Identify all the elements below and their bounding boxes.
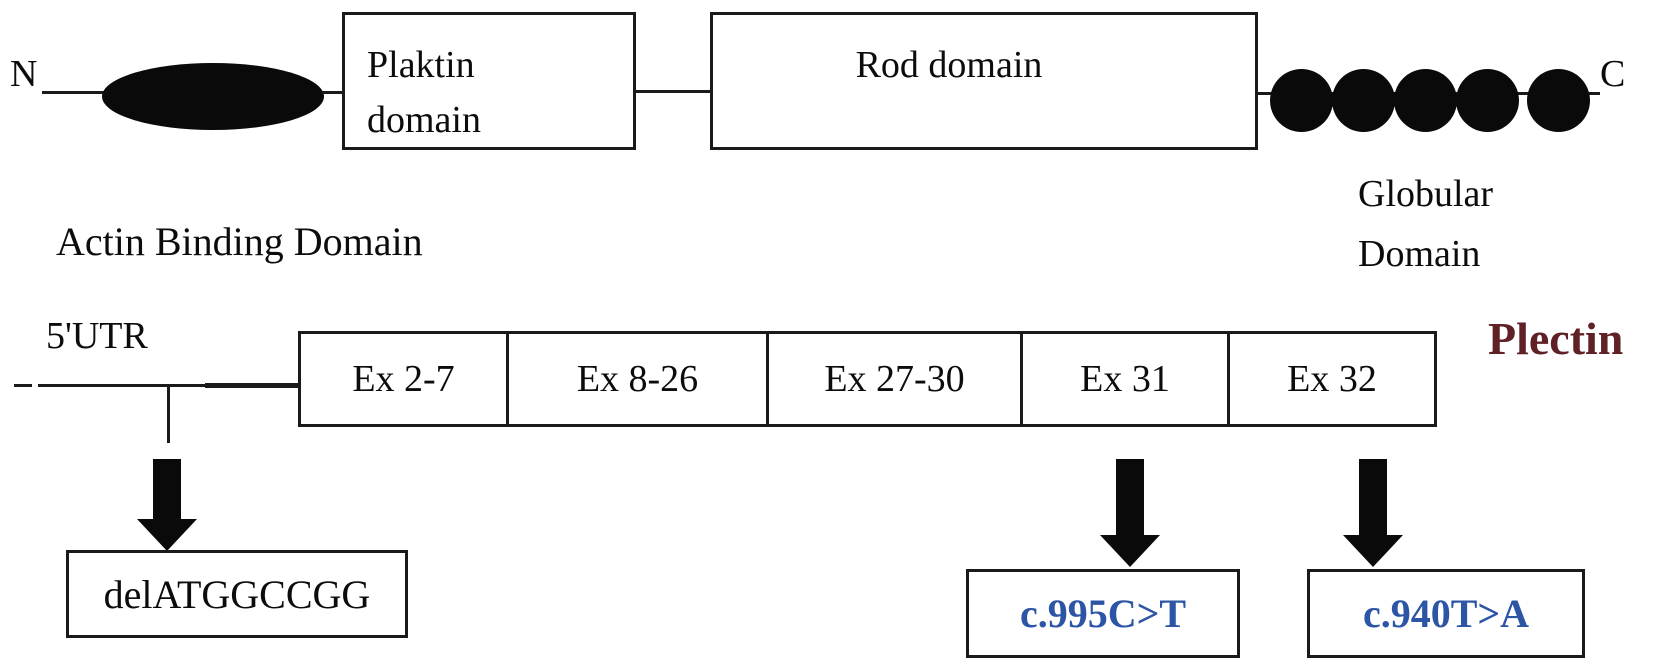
rod-domain-box: Rod domain: [710, 12, 1258, 150]
arrow-head-icon: [137, 519, 197, 551]
n-terminus-label: N: [10, 53, 38, 95]
exon-box-27-30: Ex 27-30: [766, 331, 1023, 427]
mutation-label: c.995C>T: [1019, 591, 1187, 636]
gene-line-thick-segment: [205, 383, 300, 388]
arrow-shaft: [1359, 459, 1387, 535]
five-prime-utr-label: 5'UTR: [46, 315, 148, 357]
exon-label: Ex 8-26: [576, 358, 699, 400]
exon-box-8-26: Ex 8-26: [506, 331, 769, 427]
utr-mutation-tick: [167, 386, 170, 443]
exon-label: Ex 27-30: [824, 358, 965, 400]
arrow-head-icon: [1343, 535, 1403, 567]
plakin-domain-box: Plaktin domain: [342, 12, 636, 150]
arrow-shaft: [153, 459, 181, 519]
exon-label: Ex 31: [1080, 358, 1170, 400]
mutation-label: delATGGCCGG: [103, 571, 371, 617]
mutation-box-c995: c.995C>T: [966, 569, 1240, 658]
backbone-line-n: [42, 91, 104, 94]
globular-repeat-circle-icon: [1456, 69, 1519, 132]
globular-repeat-circle-icon: [1332, 69, 1395, 132]
globular-repeat-circle-icon: [1527, 69, 1590, 132]
exon-box-31: Ex 31: [1020, 331, 1230, 427]
globular-domain-caption-line2: Domain: [1358, 233, 1481, 275]
backbone-line-abd-plakin: [322, 91, 344, 94]
mutation-arrow-ex32: [1343, 459, 1403, 567]
mutation-label: c.940T>A: [1362, 591, 1530, 636]
mutation-arrow-ex31: [1100, 459, 1160, 567]
rod-domain-label: Rod domain: [855, 44, 1043, 86]
globular-repeat-circle-icon: [1394, 69, 1457, 132]
arrow-head-icon: [1100, 535, 1160, 567]
plakin-domain-label-line1: Plaktin: [367, 44, 475, 86]
mutation-box-del: delATGGCCGG: [66, 550, 408, 638]
globular-domain-caption: Globular Domain: [1358, 164, 1493, 284]
globular-domain-caption-line1: Globular: [1358, 173, 1494, 215]
exon-label: Ex 32: [1287, 358, 1377, 400]
actin-binding-domain-caption: Actin Binding Domain: [56, 219, 423, 264]
backbone-line-plakin-rod: [636, 90, 710, 93]
c-terminus-label: C: [1600, 53, 1626, 95]
gene-line-dash: [14, 384, 32, 387]
actin-binding-domain-ellipse-icon: [102, 63, 324, 130]
arrow-shaft: [1116, 459, 1144, 535]
gene-line-main: [38, 384, 300, 387]
exon-row: Ex 2-7 Ex 8-26 Ex 27-30 Ex 31 Ex 32: [298, 331, 1437, 427]
gene-name-label: Plectin: [1488, 313, 1624, 364]
exon-box-2-7: Ex 2-7: [298, 331, 509, 427]
exon-label: Ex 2-7: [352, 358, 455, 400]
mutation-box-c940: c.940T>A: [1307, 569, 1585, 658]
globular-repeat-circle-icon: [1270, 69, 1333, 132]
plakin-domain-label-line2: domain: [367, 99, 481, 141]
exon-box-32: Ex 32: [1227, 331, 1437, 427]
mutation-arrow-utr: [137, 459, 197, 551]
